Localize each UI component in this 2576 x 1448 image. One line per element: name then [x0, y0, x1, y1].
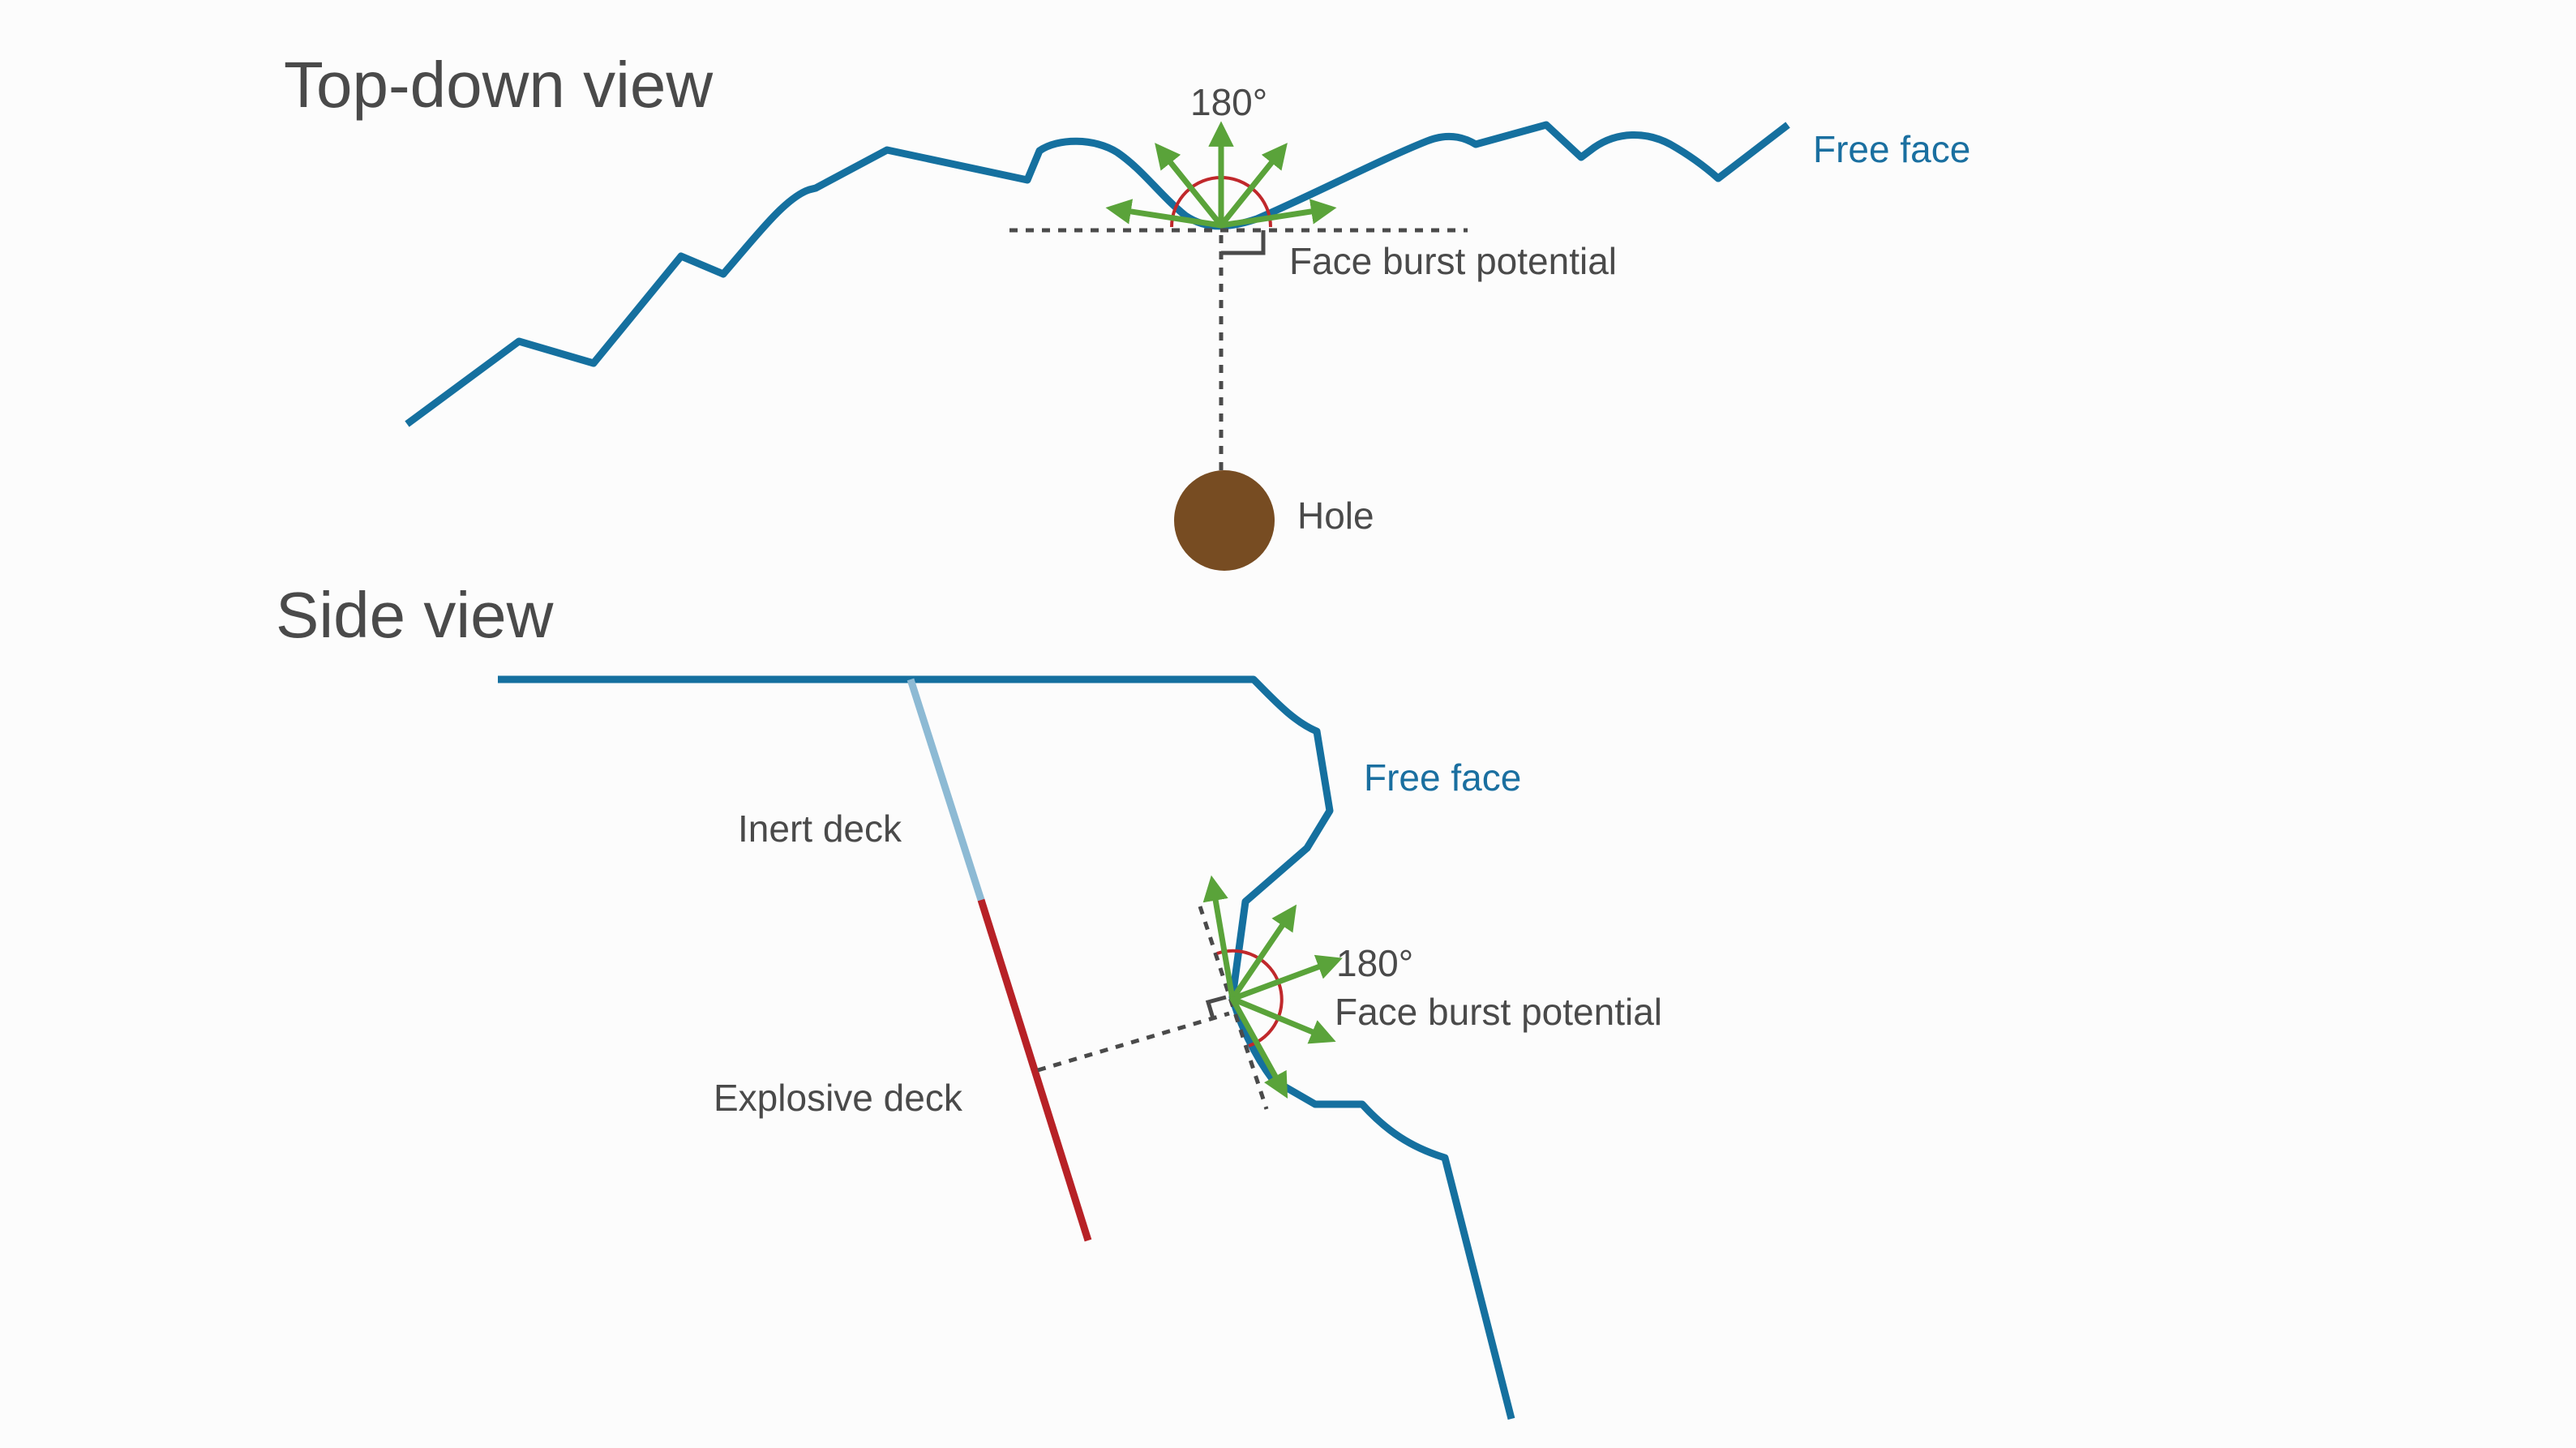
burst-arrow	[1218, 199, 1337, 229]
side-view-burst-label: Face burst potential	[1335, 991, 1662, 1033]
burst-arrow	[1202, 875, 1236, 1002]
top-view-hole-label: Hole	[1297, 495, 1374, 537]
burst-arrow	[1229, 904, 1297, 1002]
blast-hole-circle-icon	[1174, 470, 1275, 571]
side-view-angle-label: 180°	[1336, 942, 1413, 984]
side-view-burst-arrows	[1202, 875, 1343, 1099]
top-view-burst-label: Face burst potential	[1289, 240, 1617, 282]
top-view-right-angle-icon	[1221, 230, 1266, 255]
explosive-deck-label: Explosive deck	[714, 1077, 963, 1119]
inert-deck-label: Inert deck	[738, 808, 902, 850]
top-view-angle-label: 180°	[1190, 81, 1267, 123]
burst-arrow	[1229, 996, 1336, 1044]
side-view-perpendicular-line	[1037, 1011, 1230, 1073]
burst-arrow	[1105, 199, 1224, 229]
burst-arrow	[1218, 143, 1288, 229]
inert-deck-line	[907, 678, 985, 902]
side-view-right-angle-icon	[1205, 995, 1227, 1019]
side-view-tangent-line	[1198, 906, 1269, 1110]
top-view-title: Top-down view	[284, 49, 713, 121]
side-view: Side view Inert deck Explosive deck Free…	[276, 579, 1662, 1420]
burst-arrow	[1229, 954, 1343, 1002]
top-down-view: Top-down view Free face 180° Face burst …	[284, 49, 1970, 571]
top-view-burst-arrows	[1105, 121, 1337, 229]
burst-arrow	[1229, 996, 1288, 1099]
explosive-deck-line	[977, 898, 1092, 1242]
side-view-title: Side view	[276, 579, 554, 651]
burst-arrow	[1155, 143, 1224, 229]
side-view-free-face-label: Free face	[1364, 756, 1521, 799]
side-view-free-face-line	[498, 675, 1515, 1420]
top-view-free-face-label: Free face	[1813, 128, 1970, 170]
